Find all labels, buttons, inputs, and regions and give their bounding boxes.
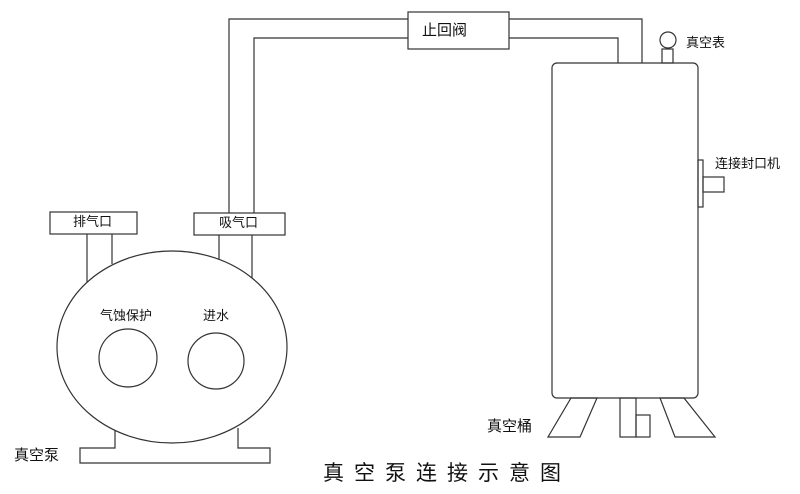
- tank-leg-left: [546, 397, 598, 438]
- vacuum-pump-body: [56, 250, 288, 444]
- sealer-connection-plate: [697, 159, 704, 208]
- tank-drain-valve: [635, 414, 651, 438]
- water-inlet-label: 进水: [203, 309, 230, 324]
- check-valve-label: 止回阀: [422, 21, 468, 39]
- intake-port-box: [193, 212, 286, 236]
- vacuum-tank: [551, 62, 699, 399]
- pipe-outer-right: [509, 18, 643, 63]
- exhaust-port-box: [49, 211, 138, 235]
- sealer-connection-nozzle: [702, 176, 725, 193]
- pump-foot-left: [79, 428, 271, 464]
- pipe-inner: [253, 37, 408, 213]
- cavitation-protection-label: 气蚀保护: [100, 309, 153, 324]
- pipe-outer: [228, 18, 408, 213]
- cavitation-protection-port: [98, 328, 158, 388]
- exhaust-port-label: 排气口: [73, 215, 113, 230]
- water-inlet-port: [187, 332, 245, 390]
- vacuum-pump-label: 真空泵: [14, 446, 60, 464]
- check-valve-box: [407, 11, 510, 50]
- sealer-connection-label: 连接封口机: [715, 157, 781, 172]
- intake-port-label: 吸气口: [219, 216, 259, 231]
- tank-drain: [619, 397, 637, 438]
- vacuum-gauge-stem: [661, 48, 674, 64]
- vacuum-tank-label: 真空桶: [487, 417, 533, 435]
- pipe-inner-right: [509, 37, 619, 63]
- tank-leg-right: [659, 397, 717, 438]
- vacuum-gauge-label: 真空表: [686, 36, 726, 51]
- vacuum-gauge-icon: [659, 31, 677, 49]
- diagram-title: 真空泵连接示意图: [323, 461, 571, 485]
